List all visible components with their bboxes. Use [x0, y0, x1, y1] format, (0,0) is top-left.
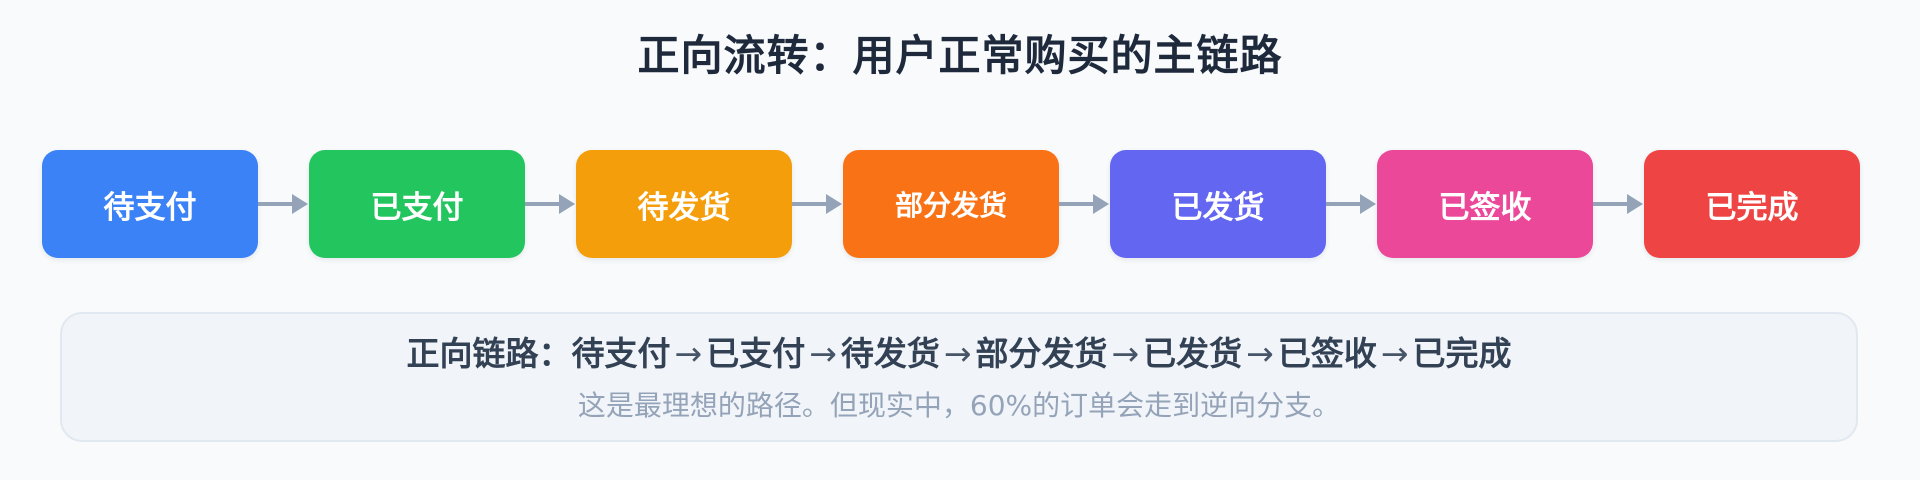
summary-box: 正向链路：待支付→已支付→待发货→部分发货→已发货→已签收→已完成 这是最理想的… [60, 312, 1858, 442]
chain-step: 已支付 [706, 334, 806, 373]
state-label: 已发货 [1171, 189, 1265, 226]
state-label: 已支付 [370, 189, 464, 226]
chain-step: 已发货 [1143, 334, 1243, 373]
chain-step: 已签收 [1277, 334, 1377, 373]
state-node-shipped: 已发货 [1110, 150, 1326, 258]
chain-arrow: → [809, 334, 837, 373]
chain-step: 部分发货 [975, 334, 1108, 373]
state-node-partially-shipped: 部分发货 [843, 150, 1059, 258]
arrow-right-icon [258, 194, 308, 214]
state-label: 待发货 [637, 189, 731, 226]
state-node-pending-shipment: 待发货 [576, 150, 792, 258]
arrow-right-icon [792, 194, 842, 214]
state-node-signed: 已签收 [1377, 150, 1593, 258]
arrow-right-icon [1326, 194, 1376, 214]
diagram-title: 正向流转：用户正常购买的主链路 [637, 31, 1283, 80]
chain-prefix: 正向链路： [406, 334, 572, 373]
arrow-right-icon [1593, 194, 1643, 214]
forward-chain-text: 正向链路：待支付→已支付→待发货→部分发货→已发货→已签收→已完成 [62, 330, 1856, 378]
state-node-pending-payment: 待支付 [42, 150, 258, 258]
chain-arrow: → [1111, 334, 1140, 373]
chain-arrow: → [943, 334, 972, 373]
state-label: 待支付 [103, 189, 197, 226]
state-label: 已签收 [1438, 189, 1532, 226]
chain-arrow: → [674, 334, 703, 373]
chain-step: 已完成 [1412, 334, 1512, 373]
state-node-paid: 已支付 [309, 150, 525, 258]
summary-note: 这是最理想的路径。但现实中，60%的订单会走到逆向分支。 [577, 389, 1341, 422]
state-label: 已完成 [1705, 189, 1799, 226]
arrow-right-icon [525, 194, 575, 214]
chain-step: 待支付 [571, 334, 671, 373]
state-flow: 待支付 已支付 待发货 部分发货 已发货 已签收 已完成 [42, 150, 1860, 258]
chain-arrow: → [1380, 334, 1409, 373]
arrow-right-icon [1059, 194, 1109, 214]
state-node-completed: 已完成 [1644, 150, 1860, 258]
chain-arrow: → [1246, 334, 1274, 373]
chain-step: 待发货 [840, 334, 940, 373]
state-label: 部分发货 [894, 189, 1007, 222]
